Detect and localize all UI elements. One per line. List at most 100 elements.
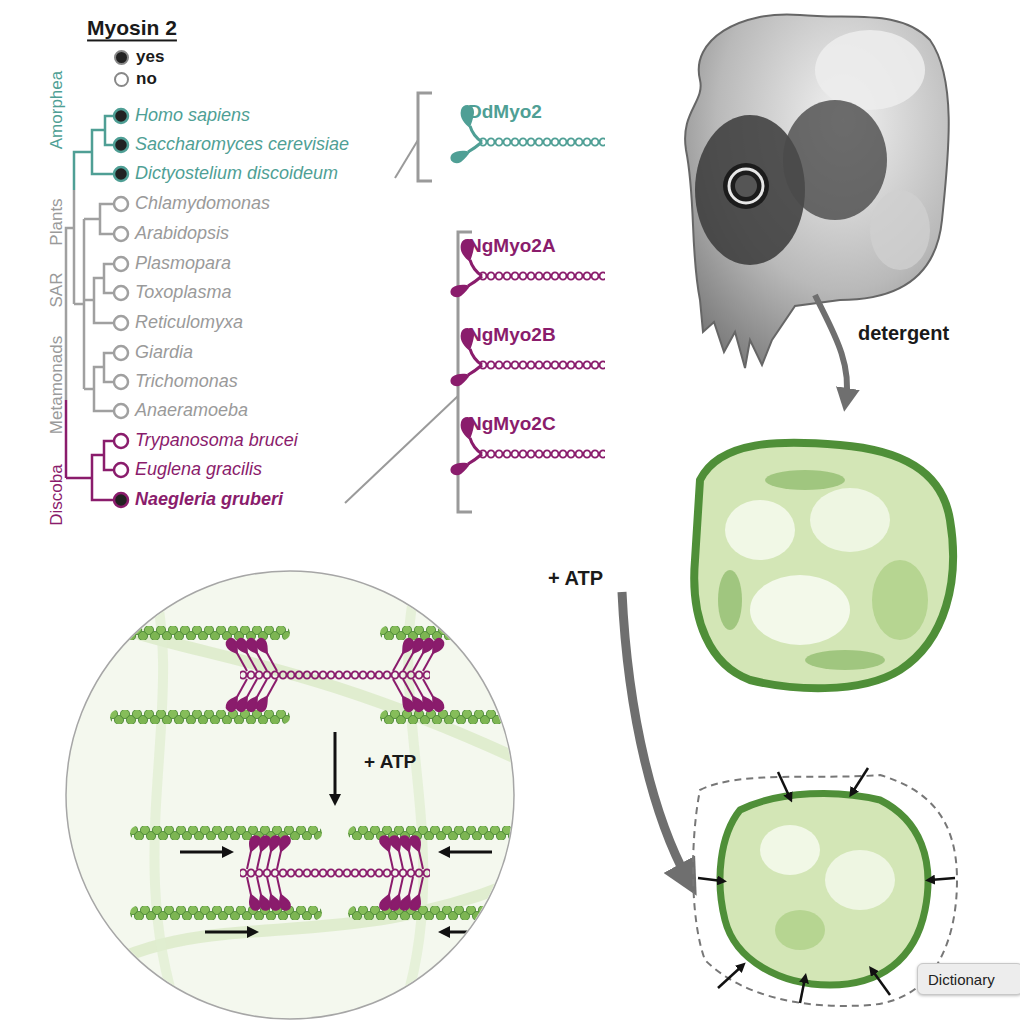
contraction-arrow <box>800 978 805 1003</box>
species-name: Anaeramoeba <box>135 401 248 421</box>
presence-yes <box>114 138 128 152</box>
species-name: Giardia <box>135 343 193 363</box>
leader-line <box>345 396 458 503</box>
tree-branch <box>84 204 113 234</box>
cortex-texture <box>810 488 890 552</box>
legend-swatch <box>114 72 129 87</box>
cortex-texture <box>825 850 895 910</box>
presence-no <box>114 257 128 271</box>
species-name: Trichomonas <box>135 372 238 392</box>
contraction-arrow <box>852 768 868 793</box>
species-name: Saccharomyces cerevisiae <box>135 135 349 155</box>
step-arrow <box>334 732 337 800</box>
species-name: Arabidopsis <box>135 224 229 244</box>
cortex-texture <box>872 560 928 640</box>
legend-entry: no <box>114 69 157 89</box>
background-filament <box>80 880 520 980</box>
tooltip-box: Dictionary <box>917 963 1020 995</box>
species-name: Naegleria gruberi <box>135 490 283 510</box>
nucleus-ring <box>729 169 763 203</box>
nucleus <box>723 163 769 209</box>
presence-no <box>114 286 128 300</box>
presence-no <box>114 197 128 211</box>
contraction-arrow <box>778 772 790 798</box>
presence-no <box>114 346 128 360</box>
actin-filament <box>110 710 290 724</box>
presence-no <box>114 316 128 330</box>
cortex-texture <box>760 825 820 875</box>
cortex-texture <box>750 575 850 645</box>
species-name: Toxoplasma <box>135 283 231 303</box>
contraction-arrow <box>930 878 955 880</box>
actin-filament <box>380 626 540 640</box>
phylogenetic-tree <box>66 116 113 500</box>
process-arrow <box>622 592 688 880</box>
amoeba-cell <box>685 14 949 368</box>
species-name: Trypanosoma brucei <box>135 431 298 451</box>
tree-branch <box>66 190 74 400</box>
cortex-texture <box>718 570 742 630</box>
protein-label: DdMyo2 <box>468 102 542 123</box>
clade-label: SAR <box>48 273 67 308</box>
sliding-arrow <box>180 851 228 854</box>
cortex-texture <box>805 650 885 670</box>
leader-line <box>395 140 418 178</box>
protein-label: NgMyo2B <box>468 325 556 346</box>
presence-yes <box>114 167 128 181</box>
cytoplasm <box>870 190 930 270</box>
process-arrow <box>815 295 847 400</box>
cytoplasm <box>783 100 887 220</box>
actin-filament <box>348 826 540 840</box>
cell-outline <box>685 14 949 368</box>
sliding-arrow <box>205 931 253 934</box>
clade-label: Amorphea <box>48 71 67 149</box>
heading: Myosin 2 <box>87 16 177 39</box>
species-name: Homo sapiens <box>135 106 250 126</box>
actin-filament <box>110 626 290 640</box>
cell-outline <box>720 793 928 985</box>
extracted-cortex <box>694 443 953 688</box>
nucleolus <box>735 175 757 197</box>
presence-no <box>114 434 128 448</box>
contraction-arrow <box>872 970 890 995</box>
step-label: + ATP <box>548 567 603 589</box>
presence-yes <box>114 493 128 507</box>
actin-filament <box>130 906 322 920</box>
tooltip-text: Dictionary <box>928 971 1012 988</box>
species-name: Euglena gracilis <box>135 460 262 480</box>
presence-yes <box>114 109 128 123</box>
legend-entry: yes <box>114 47 164 67</box>
presence-no <box>114 375 128 389</box>
actin-filament <box>380 710 540 724</box>
cortex-texture <box>765 470 845 490</box>
tree-branch <box>84 264 113 323</box>
step-label: detergent <box>858 322 949 344</box>
clade-label: Metamonads <box>48 336 67 434</box>
presence-no <box>114 463 128 477</box>
bracket <box>418 93 432 181</box>
tree-branch <box>74 116 113 190</box>
cell-outline <box>694 443 953 688</box>
species-name: Plasmopara <box>135 254 231 274</box>
tree-branch <box>74 219 113 411</box>
myosin-filament <box>240 835 430 911</box>
species-name: Reticulomyxa <box>135 313 243 333</box>
step-label: + ATP <box>364 752 416 773</box>
presence-no <box>114 404 128 418</box>
protein-label: NgMyo2A <box>468 236 556 257</box>
sliding-arrow <box>444 931 492 934</box>
myosin-filament <box>225 637 446 713</box>
legend-swatch <box>114 50 129 65</box>
species-name: Chlamydomonas <box>135 194 270 214</box>
cortex-texture <box>775 910 825 950</box>
actin-filament <box>348 906 540 920</box>
presence-no <box>114 227 128 241</box>
clade-label: Plants <box>48 198 67 245</box>
cortex-texture <box>725 500 795 560</box>
contraction-arrow <box>718 966 742 988</box>
legend-text: yes <box>136 47 164 67</box>
legend-text: no <box>136 69 157 89</box>
cytoplasm <box>815 30 925 110</box>
background-filament <box>60 600 520 760</box>
